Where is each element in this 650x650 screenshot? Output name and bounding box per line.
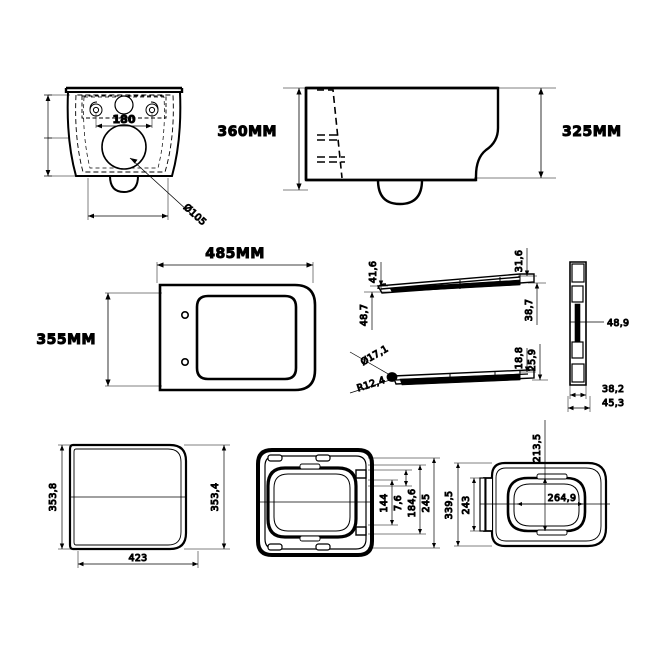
dim-seat-d2: 7,6 — [393, 495, 404, 511]
dim-seat-d4: 245 — [421, 493, 432, 512]
dim-hinge-inner-width: 38,2 — [602, 384, 624, 395]
dim-seat-d1: 144 — [379, 493, 390, 512]
dim-left-height: 360MM — [217, 124, 277, 140]
dim-rear-thickness: 25,9 — [527, 349, 538, 371]
view-seat-lid-plan: 339,5 243 213,5 264,9 — [444, 420, 610, 548]
dim-lid-opening-width: 264,9 — [548, 493, 577, 504]
dim-pan-right-depth: 353,4 — [210, 483, 221, 512]
dim-seat-front-edge: 41,6 — [368, 261, 379, 283]
dim-bolt-spacing: 180 — [113, 113, 136, 126]
view-pan-outline-bottom: 353,8 353,4 423 — [48, 443, 230, 568]
view-side-elevation: 360MM 325MM — [217, 86, 622, 206]
dim-hinge-height: 48,9 — [607, 318, 629, 329]
view-hinge-detail: 48,9 38,2 45,3 — [567, 261, 630, 412]
dim-lid-overall-depth: 339,5 — [444, 491, 455, 520]
view-front-plan: 180 Ø105 — [44, 86, 209, 229]
dim-seat-rear-total: 38,7 — [524, 299, 535, 321]
dim-front-thickness: 18,8 — [514, 347, 525, 369]
dim-pan-width: 423 — [128, 553, 147, 564]
dim-plan-width: 485MM — [205, 246, 265, 262]
dim-right-height: 325MM — [562, 124, 622, 140]
dim-pan-left-depth: 353,8 — [48, 483, 59, 512]
dim-hinge-outer-width: 45,3 — [602, 398, 624, 409]
dim-lid-opening-depth: 213,5 — [532, 434, 543, 463]
view-seat-plan: 144 7,6 184,6 245 — [256, 448, 440, 557]
dim-lid-hinge-plate: 243 — [461, 495, 472, 514]
dim-seat-rear-edge: 31,6 — [514, 250, 525, 272]
dim-seat-d3: 184,6 — [407, 489, 418, 518]
view-seat-profile-upper: 41,6 48,7 31,6 38,7 — [359, 248, 546, 330]
dim-seat-front-total: 48,7 — [359, 304, 370, 326]
view-top-plan: 485MM 355MM — [36, 246, 317, 392]
dim-plan-depth: 355MM — [36, 332, 96, 348]
